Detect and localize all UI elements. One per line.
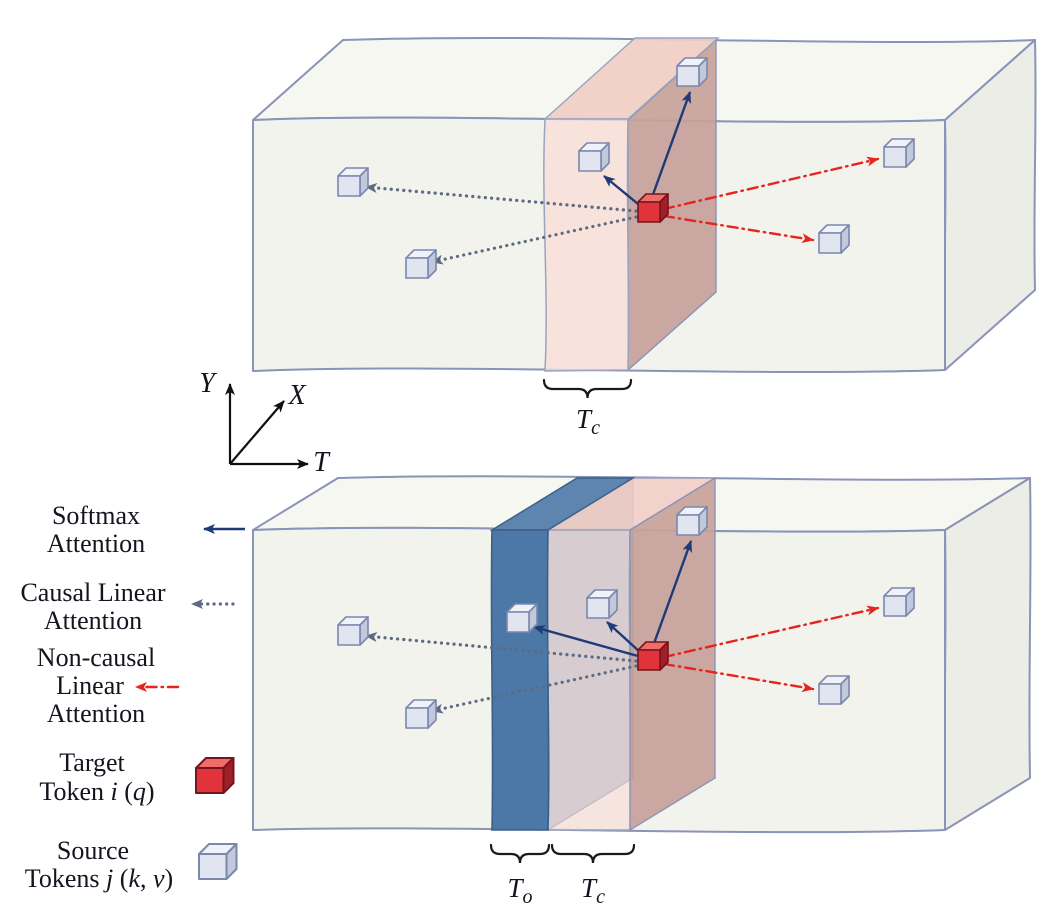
observation-window-front-face bbox=[490, 529, 550, 831]
source-var-j: j bbox=[103, 864, 113, 893]
legend-source-cube bbox=[199, 844, 237, 879]
legend: Softmax Attention Causal Linear Attentio… bbox=[20, 501, 245, 893]
causal-linear-attention-arrow bbox=[364, 632, 638, 663]
noncausal-linear-attention-arrow bbox=[662, 214, 815, 244]
x-axis-arrow bbox=[229, 400, 285, 465]
legend-softmax-line1: Softmax bbox=[52, 501, 140, 530]
to-base: T bbox=[507, 873, 524, 903]
source-token-cube bbox=[338, 168, 368, 196]
legend-source-line2: Tokens j (k, v) bbox=[25, 864, 173, 893]
source-token-cube bbox=[406, 250, 436, 278]
source-token-cube bbox=[677, 58, 707, 86]
tc-label-top: Tc bbox=[576, 404, 600, 439]
softmax-attention-arrow bbox=[603, 175, 639, 205]
x-axis-label: X bbox=[287, 380, 306, 411]
tc-base: T bbox=[576, 404, 593, 434]
source-var-v: v bbox=[153, 864, 165, 893]
target-token-cube bbox=[638, 194, 668, 222]
target-var-q: q bbox=[133, 777, 146, 806]
legend-noncausal-line2: Linear bbox=[56, 671, 124, 700]
softmax-attention-arrow bbox=[649, 91, 692, 201]
legend-item-target-token: Target Token i (q) bbox=[39, 748, 234, 806]
source-word: Tokens bbox=[25, 864, 106, 893]
bottom-box-right-face bbox=[943, 477, 1032, 831]
source-var-k: k bbox=[128, 864, 140, 893]
to-brace bbox=[489, 843, 551, 864]
tc-sub: c bbox=[591, 417, 600, 439]
source-comma: , bbox=[140, 864, 153, 893]
bottom-token-volume: To Tc bbox=[252, 475, 1032, 908]
source-token-cube bbox=[819, 225, 849, 253]
softmax-attention-arrow bbox=[650, 540, 693, 650]
legend-target-cube bbox=[196, 758, 234, 793]
source-token-cube bbox=[406, 700, 436, 728]
tc-base: T bbox=[581, 873, 598, 903]
source-token-cube bbox=[507, 604, 537, 632]
causal-linear-attention-arrow bbox=[364, 182, 638, 213]
target-paren-close: ) bbox=[146, 777, 155, 806]
source-token-cube bbox=[587, 590, 617, 618]
noncausal-linear-attention-arrow bbox=[662, 662, 815, 693]
softmax-attention-arrow bbox=[606, 621, 641, 653]
source-token-cube bbox=[677, 507, 707, 535]
noncausal-linear-attention-arrow bbox=[662, 605, 880, 659]
legend-item-softmax: Softmax Attention bbox=[47, 501, 245, 558]
legend-target-line2: Token i (q) bbox=[39, 777, 154, 806]
source-paren-close: ) bbox=[165, 864, 174, 893]
legend-causal-line1: Causal Linear bbox=[20, 578, 165, 607]
tc-label-bottom: Tc bbox=[581, 873, 605, 908]
legend-causal-line2: Attention bbox=[44, 606, 142, 635]
legend-source-line1: Source bbox=[57, 836, 129, 865]
legend-target-line1: Target bbox=[59, 748, 125, 777]
tc-brace-bottom bbox=[550, 843, 636, 864]
source-token-cube bbox=[884, 588, 914, 616]
legend-item-causal-linear: Causal Linear Attention bbox=[20, 578, 235, 635]
legend-noncausal-line1: Non-causal bbox=[37, 643, 155, 672]
source-token-cube bbox=[338, 617, 368, 645]
legend-noncausal-line3: Attention bbox=[47, 699, 145, 728]
target-word: Token bbox=[39, 777, 110, 806]
noncausal-linear-attention-arrow bbox=[662, 156, 880, 211]
source-token-cube bbox=[884, 139, 914, 167]
y-axis-label: Y bbox=[199, 368, 218, 399]
to-label: To bbox=[507, 873, 532, 908]
tc-brace-top bbox=[542, 378, 633, 399]
compression-window-front-face-bottom bbox=[546, 529, 632, 831]
target-token-cube bbox=[638, 642, 668, 670]
source-token-cube bbox=[819, 676, 849, 704]
target-var-i: i bbox=[111, 777, 118, 806]
legend-item-source-tokens: Source Tokens j (k, v) bbox=[25, 836, 237, 893]
softmax-attention-arrow bbox=[533, 625, 639, 658]
coordinate-axes: Y X T bbox=[199, 368, 331, 478]
legend-item-noncausal-linear: Non-causal Linear Attention bbox=[37, 643, 180, 728]
target-paren-open: ( bbox=[118, 777, 133, 806]
t-axis-label: T bbox=[313, 447, 331, 478]
source-paren-open: ( bbox=[113, 864, 128, 893]
tc-sub: c bbox=[596, 886, 605, 908]
legend-softmax-line2: Attention bbox=[47, 529, 145, 558]
source-token-cube bbox=[579, 143, 609, 171]
to-sub: o bbox=[523, 886, 533, 908]
top-token-volume: Tc bbox=[252, 36, 1037, 439]
